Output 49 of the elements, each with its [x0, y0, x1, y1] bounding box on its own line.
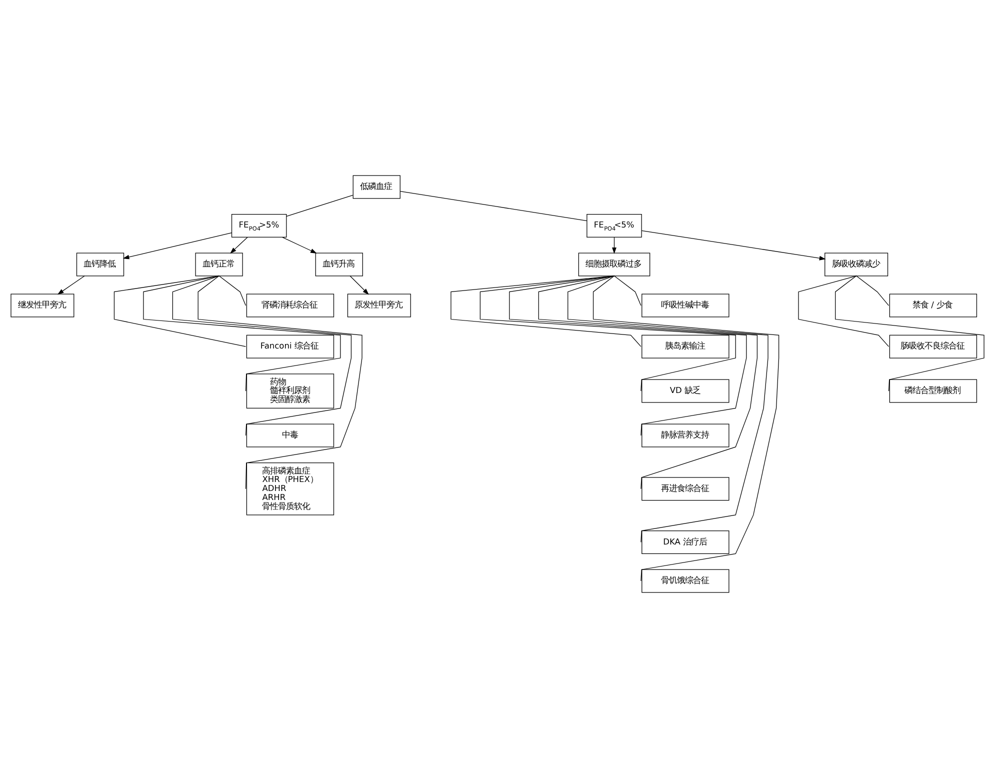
- node-box: 原发性甲旁亢: [347, 293, 411, 317]
- node-box: 低磷血症: [352, 174, 400, 198]
- node-box: 禁食 / 少食: [889, 293, 978, 317]
- connector: [172, 275, 352, 436]
- node-box: 再进食综合征: [642, 476, 730, 500]
- connector: [592, 275, 780, 581]
- arrow: [282, 236, 317, 253]
- arrow: [350, 275, 369, 294]
- node-box: 继发性甲旁亢: [10, 293, 74, 317]
- node-box: 高排磷素血症 XHR（PHEX） ADHR ARHR 骨性骨质软化: [246, 462, 334, 515]
- node-box: FE$_{PO4}$>5%: [231, 213, 287, 237]
- connector: [835, 275, 984, 391]
- arrow: [641, 230, 826, 260]
- connector: [114, 275, 246, 346]
- connector: [198, 275, 362, 489]
- node-box: 肠吸收不良综合征: [889, 334, 978, 358]
- node-box: Fanconi 综合征: [246, 334, 334, 358]
- connector: [614, 275, 642, 306]
- connector: [400, 190, 588, 221]
- connector: [143, 275, 341, 391]
- node-box: 肾磷消耗综合征: [246, 293, 334, 317]
- node-box: 磷结合型制酸剂: [889, 378, 978, 402]
- node-box: 骨饥饿综合征: [642, 568, 730, 592]
- node-box: 胰岛素输注: [642, 334, 730, 358]
- node-box: 药物 髓袢利尿剂 类固醇激素: [246, 373, 334, 408]
- node-box: 呼吸性碱中毒: [642, 293, 730, 317]
- connector: [798, 275, 890, 346]
- connector: [856, 275, 890, 306]
- node-box: FE$_{PO4}$<5%: [586, 213, 642, 237]
- connector: [218, 275, 246, 306]
- node-box: 血钙正常: [195, 252, 243, 276]
- connector: [568, 275, 768, 542]
- node-box: 血钙降低: [76, 252, 124, 276]
- connector: [450, 275, 642, 346]
- arrow: [612, 236, 616, 254]
- arrow: [122, 232, 232, 259]
- node-box: 细胞摄取磷过多: [578, 252, 650, 276]
- connector: [480, 275, 736, 391]
- connector: [286, 194, 354, 216]
- arrow: [57, 275, 85, 294]
- node-box: 肠吸收磷减少: [824, 252, 888, 276]
- node-box: VD 缺乏: [642, 378, 730, 402]
- node-box: 静脉营养支持: [642, 423, 730, 447]
- connector: [509, 275, 747, 436]
- connector: [538, 275, 758, 489]
- arrow: [230, 236, 248, 254]
- node-box: 血钙升高: [315, 252, 363, 276]
- node-box: DKA 治疗后: [642, 530, 730, 554]
- node-box: 中毒: [246, 423, 334, 447]
